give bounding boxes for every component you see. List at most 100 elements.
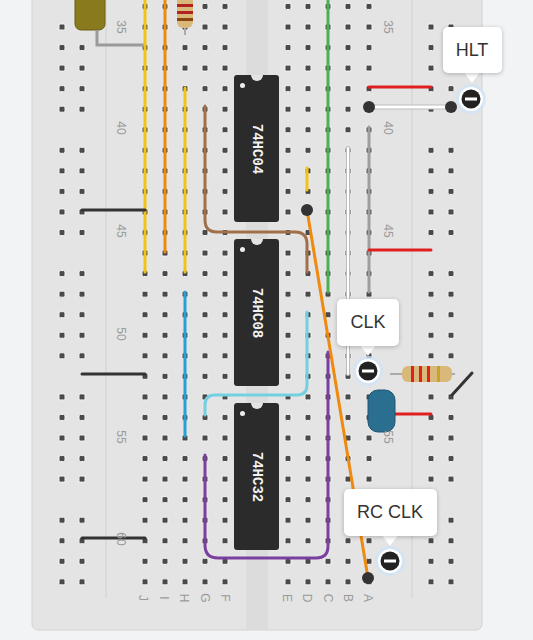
breadboard-hole [59, 332, 65, 338]
breadboard-hole [79, 579, 85, 585]
breadboard-hole [285, 188, 291, 194]
breadboard-hole [222, 312, 228, 318]
chip-notch [251, 403, 263, 409]
breadboard-hole [162, 517, 168, 523]
resistor-symbol [402, 366, 452, 382]
breadboard-hole [59, 579, 65, 585]
red-wire [369, 86, 431, 89]
breadboard-hole [428, 332, 434, 338]
breadboard-hole [428, 271, 434, 277]
probe-marker [375, 546, 405, 576]
breadboard-hole [79, 353, 85, 359]
breadboard-hole [448, 312, 454, 318]
ic-chip: 74HC04 [234, 75, 279, 222]
breadboard-hole [305, 147, 311, 153]
breadboard-hole [366, 65, 372, 71]
breadboard-hole [345, 45, 351, 51]
breadboard-hole [345, 538, 351, 544]
breadboard-hole [202, 291, 208, 297]
resistor-band [419, 366, 422, 382]
breadboard-hole [305, 414, 311, 420]
breadboard-hole [305, 579, 311, 585]
wires [75, 0, 472, 584]
breadboard-hole [448, 538, 454, 544]
breadboard-hole [305, 517, 311, 523]
breadboard-hole [448, 168, 454, 174]
breadboard-hole [202, 312, 208, 318]
breadboard-hole [59, 353, 65, 359]
yellow-wire [306, 168, 309, 190]
breadboard-hole [285, 209, 291, 215]
breadboard-hole [59, 312, 65, 318]
breadboard-hole [285, 456, 291, 462]
breadboard-hole [142, 497, 148, 503]
chip-notch [251, 239, 263, 245]
breadboard-hole [345, 106, 351, 112]
black-wire [82, 537, 145, 540]
breadboard-hole [79, 86, 85, 92]
breadboard-hole [428, 558, 434, 564]
breadboard-hole [162, 312, 168, 318]
breadboard-hole [202, 45, 208, 51]
resistor-band [427, 366, 430, 382]
breadboard-hole [448, 579, 454, 585]
row-number: 45 [114, 224, 128, 237]
breadboard-hole [59, 209, 65, 215]
breadboard-hole [305, 476, 311, 482]
breadboard-hole [222, 188, 228, 194]
breadboard-hole [285, 250, 291, 256]
breadboard-hole [428, 291, 434, 297]
breadboard-hole [305, 24, 311, 30]
breadboard-hole [162, 373, 168, 379]
breadboard-hole [202, 65, 208, 71]
breadboard-hole [202, 579, 208, 585]
breadboard-hole [79, 45, 85, 51]
breadboard-hole [79, 394, 85, 400]
breadboard-hole [182, 538, 188, 544]
breadboard-hole [162, 291, 168, 297]
breadboard-hole [222, 65, 228, 71]
red-wire [369, 249, 431, 252]
breadboard-hole [448, 456, 454, 462]
breadboard-hole [202, 373, 208, 379]
wire-end [301, 204, 313, 216]
probe-marker [456, 84, 486, 114]
breadboard-hole [285, 373, 291, 379]
breadboard-hole [428, 230, 434, 236]
breadboard-hole [448, 86, 454, 92]
breadboard-hole [305, 456, 311, 462]
breadboard-hole [59, 271, 65, 277]
breadboard-hole [285, 24, 291, 30]
breadboard-hole [59, 414, 65, 420]
yellow-wire [184, 88, 187, 272]
breadboard-hole [79, 312, 85, 318]
breadboard-hole [345, 579, 351, 585]
breadboard-hole [366, 435, 372, 441]
breadboard-hole [366, 476, 372, 482]
breadboard-hole [428, 45, 434, 51]
column-letter: F [218, 594, 232, 601]
resistor-band [411, 366, 414, 382]
callout-box: RC CLK [344, 489, 437, 536]
callout-pointer [382, 535, 398, 546]
resistor-band [177, 4, 193, 7]
breadboard-hole [285, 291, 291, 297]
breadboard-hole [182, 45, 188, 51]
breadboard-hole [202, 271, 208, 277]
breadboard-hole [202, 86, 208, 92]
breadboard-hole [59, 188, 65, 194]
breadboard-hole [142, 414, 148, 420]
breadboard-hole [79, 147, 85, 153]
resistor-symbol [177, 0, 193, 28]
breadboard-hole [448, 332, 454, 338]
column-letter: J [136, 595, 150, 601]
row-number: 40 [381, 121, 395, 134]
ic-chip: 74HC08 [234, 239, 279, 386]
breadboard-hole [428, 579, 434, 585]
breadboard-hole [448, 435, 454, 441]
rail-divider [106, 0, 107, 598]
breadboard-hole [222, 497, 228, 503]
breadboard-hole [305, 394, 311, 400]
breadboard-hole [59, 291, 65, 297]
